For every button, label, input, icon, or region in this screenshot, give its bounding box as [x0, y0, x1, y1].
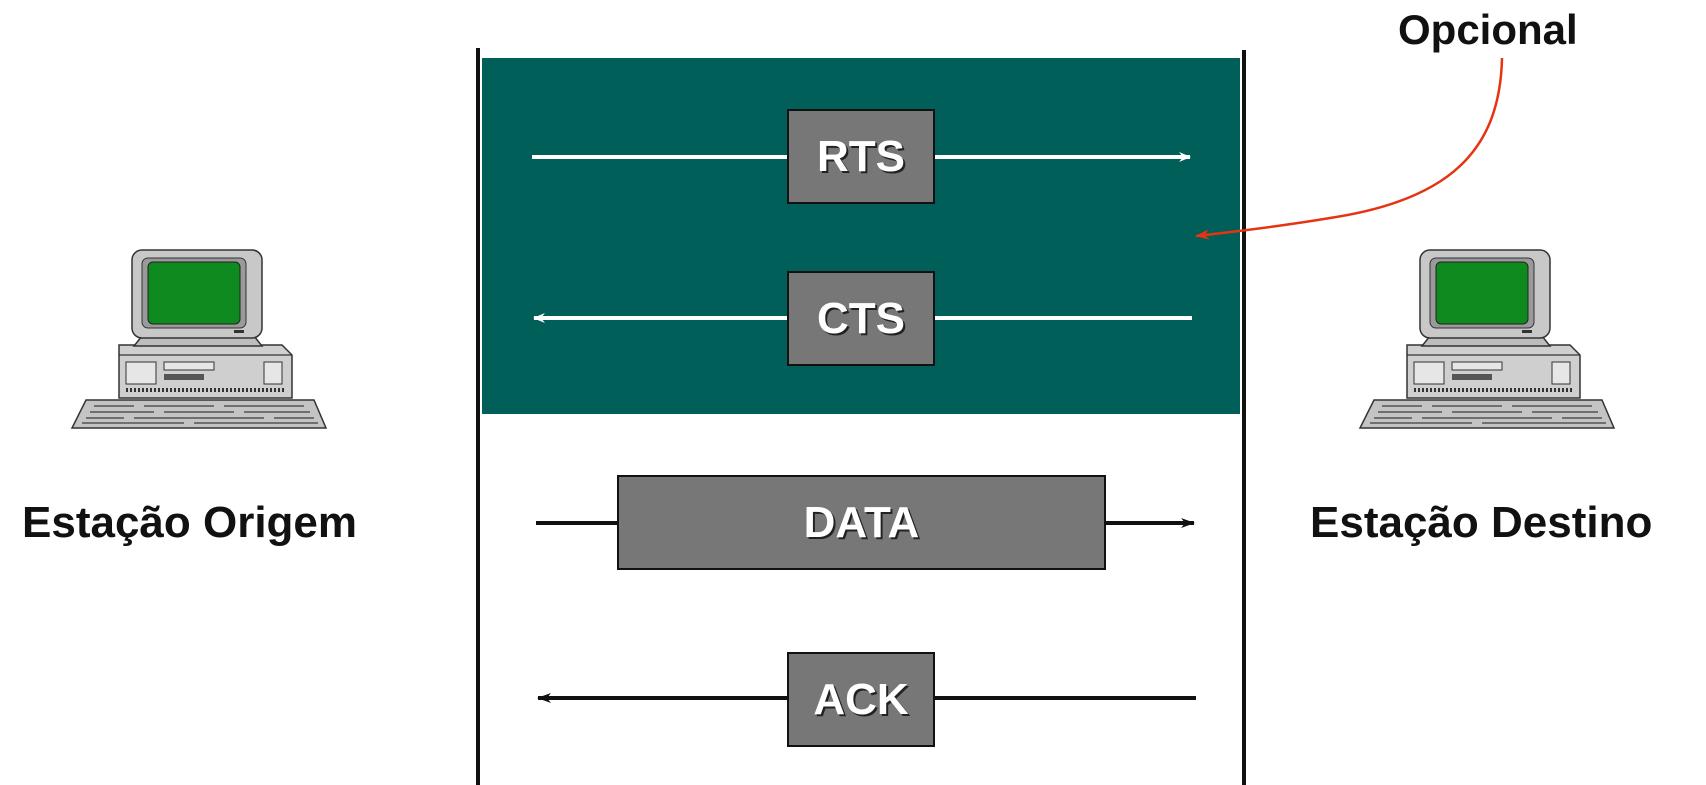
rts-label: RTS	[817, 131, 905, 181]
source-computer-icon	[70, 248, 328, 430]
optional-pointer-arrow	[1195, 57, 1504, 240]
optional-label: Opcional	[1398, 6, 1578, 53]
data-label: DATA	[803, 497, 920, 547]
rts-box: RTS	[787, 109, 935, 204]
destination-station-label: Estação Destino	[1310, 498, 1653, 547]
cts-label: CTS	[817, 293, 905, 343]
data-box: DATA	[617, 475, 1106, 570]
source-station-label: Estação Origem	[22, 498, 358, 547]
ack-label: ACK	[813, 674, 909, 724]
ack-box: ACK	[787, 652, 935, 747]
destination-computer-icon	[1358, 248, 1616, 430]
cts-box: CTS	[787, 271, 935, 366]
